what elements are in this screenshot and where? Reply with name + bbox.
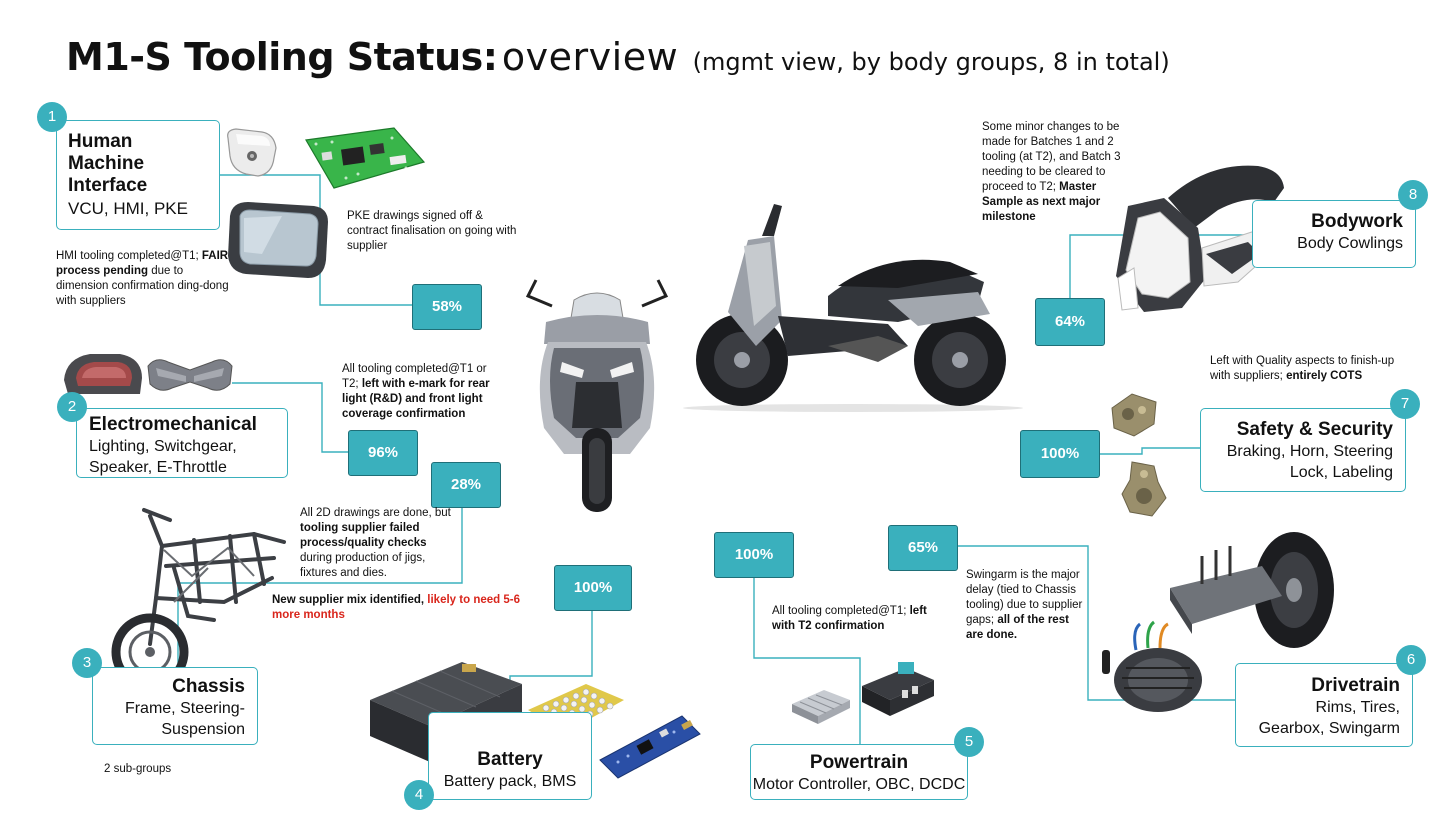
scooter-side-view-icon — [683, 204, 1023, 412]
group-subtitle-safety-security-line2: Lock, Labeling — [1289, 464, 1393, 481]
key-fob-icon — [227, 128, 277, 177]
note-electromechanical-pre: All tooling completed@T1 or T2; — [342, 363, 487, 390]
group-subtitle-chassis-line1: Frame, Steering- — [124, 700, 245, 717]
tail-light-icon — [64, 354, 142, 394]
group-subtitle-electromechanical-line2: Speaker, E-Throttle — [89, 459, 227, 476]
note-chassis-supplier: New supplier mix identified, likely to n… — [272, 593, 522, 623]
percent-badge-battery: 100% — [554, 565, 632, 611]
note-drivetrain-bold: all of the rest are done. — [966, 614, 1069, 641]
group-number-badge-3: 3 — [72, 648, 102, 678]
group-box-hmi: Human Machine Interface VCU, HMI, PKE — [56, 120, 220, 230]
group-subtitle-bodywork: Body Cowlings — [1297, 235, 1403, 252]
group-box-safety-security: Safety & Security Braking, Horn, Steerin… — [1200, 408, 1406, 492]
group-box-drivetrain: Drivetrain Rims, Tires, Gearbox, Swingar… — [1235, 663, 1413, 747]
bms-board-icon — [599, 715, 701, 779]
group-box-bodywork: Bodywork Body Cowlings — [1252, 200, 1416, 268]
group-box-chassis: Chassis Frame, Steering- Suspension — [92, 667, 258, 745]
note-hmi: HMI tooling completed@T1; FAIR process p… — [56, 249, 232, 309]
note-powertrain-pre: All tooling completed@T1; — [772, 605, 907, 617]
group-number-badge-8: 8 — [1398, 180, 1428, 210]
note-powertrain: All tooling completed@T1; left with T2 c… — [772, 604, 932, 634]
note-electromechanical-bold: left with e-mark for rear light (R&D) an… — [342, 378, 490, 420]
handlebar-switch-icon — [147, 359, 233, 391]
brake-caliper-icon — [1121, 461, 1167, 517]
group-number-badge-6: 6 — [1396, 645, 1426, 675]
note-chassis-bold: tooling supplier failed process/quality … — [300, 522, 427, 549]
percent-badge-bodywork: 64% — [1035, 298, 1105, 346]
note-hmi-bold: FAIR process pending — [56, 250, 229, 277]
group-subtitle-electromechanical-line1: Lighting, Switchgear, — [89, 438, 237, 455]
group-subtitle-safety-security-line1: Braking, Horn, Steering — [1226, 443, 1393, 460]
group-number-badge-2: 2 — [57, 392, 87, 422]
group-subtitle-drivetrain-line1: Rims, Tires, — [1315, 699, 1400, 716]
note-electromechanical: All tooling completed@T1 or T2; left wit… — [342, 362, 502, 422]
motor-controller-icon — [862, 662, 934, 716]
note-chassis: All 2D drawings are done, but tooling su… — [300, 506, 456, 581]
note-bodywork-pre: Some minor changes to be made for Batche… — [982, 121, 1121, 193]
display-unit-icon — [228, 202, 328, 278]
title-overview: overview — [501, 35, 679, 79]
group-subtitle-powertrain: Motor Controller, OBC, DCDC — [752, 776, 966, 793]
note-bodywork-bold: Master Sample as next major milestone — [982, 181, 1101, 223]
note-chassis-supplier-red: likely to need 5-6 more months — [272, 594, 520, 621]
group-name-safety-security: Safety & Security — [1236, 419, 1393, 440]
group-number-badge-4: 4 — [404, 780, 434, 810]
note-hmi-pre: HMI tooling completed@T1; — [56, 250, 199, 262]
group-box-electromechanical: Electromechanical Lighting, Switchgear, … — [76, 408, 288, 478]
note-pke: PKE drawings signed off & contract final… — [347, 210, 517, 252]
group-name-hmi-line1: Human — [68, 131, 133, 152]
group-name-electromechanical: Electromechanical — [89, 414, 257, 435]
page-title: M1-S Tooling Status: overview (mgmt view… — [66, 38, 1170, 76]
note-safety-security-bold: entirely COTS — [1286, 370, 1363, 382]
group-box-battery: Battery Battery pack, BMS — [428, 712, 592, 800]
note-powertrain-bold: left with T2 confirmation — [772, 605, 927, 632]
percent-badge-powertrain: 100% — [714, 532, 794, 578]
group-number-badge-7: 7 — [1390, 389, 1420, 419]
title-main: M1-S Tooling Status: — [66, 35, 498, 79]
note-safety-security-pre: Left with Quality aspects to finish-up w… — [1210, 355, 1395, 382]
body-cowling-icon — [1116, 165, 1284, 312]
group-name-drivetrain: Drivetrain — [1311, 675, 1400, 696]
footnote-subgroups: 2 sub-groups — [104, 763, 172, 775]
note-drivetrain-pre: Swingarm is the major delay (tied to Cha… — [966, 569, 1083, 626]
electric-motor-icon — [1102, 620, 1202, 712]
percent-badge-safety-security: 100% — [1020, 430, 1100, 478]
note-hmi-post: due to dimension confirmation ding-dong … — [56, 265, 229, 307]
chassis-frame-icon — [111, 508, 286, 691]
group-name-hmi-line2: Machine — [68, 153, 145, 174]
rear-wheel-icon — [1170, 532, 1334, 648]
note-chassis-post: during production of jigs, fixtures and … — [300, 552, 426, 579]
group-name-hmi-line3: Interface — [68, 175, 148, 196]
group-subtitle-chassis-line2: Suspension — [161, 721, 245, 738]
note-chassis-pre: All 2D drawings are done, but — [300, 507, 451, 519]
note-drivetrain: Swingarm is the major delay (tied to Cha… — [966, 568, 1084, 643]
note-safety-security: Left with Quality aspects to finish-up w… — [1210, 354, 1400, 384]
percent-badge-drivetrain: 65% — [888, 525, 958, 571]
title-subtitle: (mgmt view, by body groups, 8 in total) — [692, 48, 1170, 76]
group-name-battery: Battery — [477, 749, 543, 770]
percent-badge-hmi: 58% — [412, 284, 482, 330]
group-name-powertrain: Powertrain — [809, 752, 909, 773]
percent-badge-electromechanical: 96% — [348, 430, 418, 476]
group-name-bodywork: Bodywork — [1311, 211, 1403, 232]
scooter-front-view-icon — [525, 279, 669, 512]
percent-badge-chassis: 28% — [431, 462, 501, 508]
note-chassis-supplier-bold: New supplier mix identified, — [272, 594, 425, 606]
group-number-badge-1: 1 — [37, 102, 67, 132]
group-number-badge-5: 5 — [954, 727, 984, 757]
charger-box-icon — [792, 690, 850, 724]
group-subtitle-battery: Battery pack, BMS — [443, 773, 577, 790]
group-name-chassis: Chassis — [172, 676, 245, 697]
brake-caliper-icon — [1111, 393, 1157, 437]
note-bodywork: Some minor changes to be made for Batche… — [982, 120, 1140, 225]
circuit-board-icon — [305, 127, 426, 189]
group-subtitle-drivetrain-line2: Gearbox, Swingarm — [1258, 720, 1400, 737]
group-subtitle-hmi: VCU, HMI, PKE — [68, 199, 188, 218]
group-box-powertrain: Powertrain Motor Controller, OBC, DCDC — [750, 744, 968, 800]
